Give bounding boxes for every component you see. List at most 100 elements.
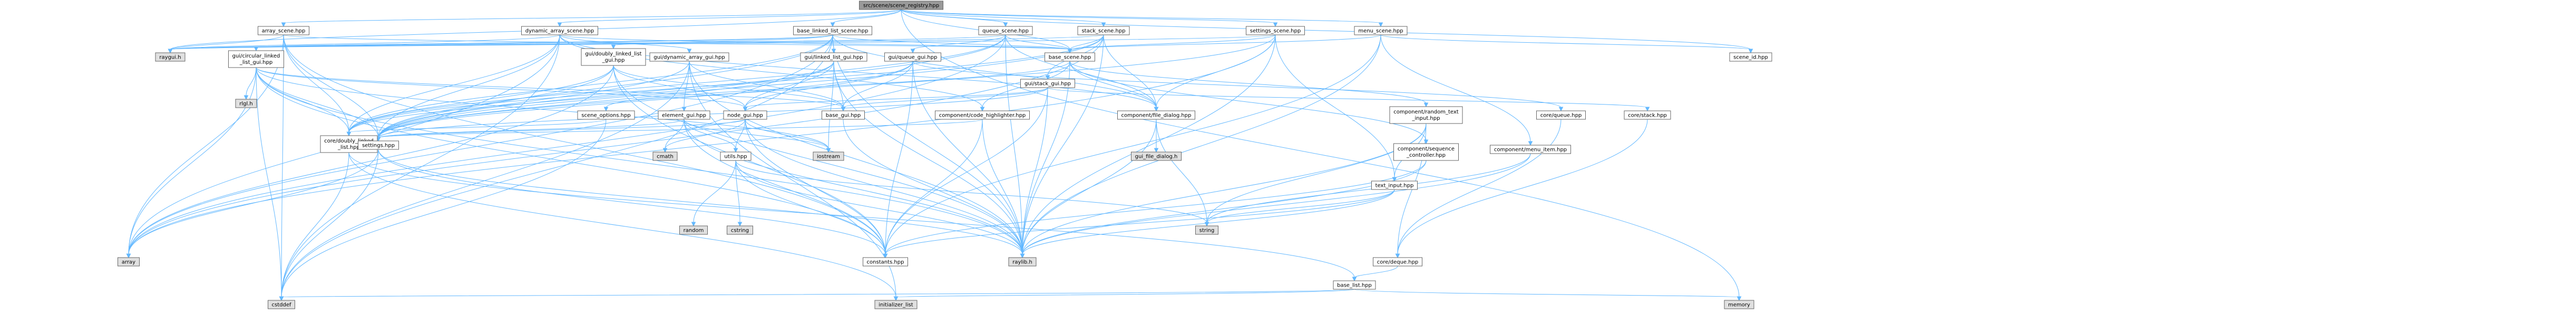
edge-line: [1206, 123, 1427, 223]
node-gui-linked-list[interactable]: gui/linked_list_gui.hpp: [800, 52, 867, 62]
node-cmath: cmath: [652, 151, 678, 161]
dependency-edge: [733, 119, 746, 153]
node-iostream: iostream: [813, 151, 844, 161]
node-layer: src/scene/scene_registry.hpp array_scene.…: [118, 1, 1772, 309]
node-scene-options[interactable]: scene_options.hpp: [577, 110, 635, 120]
dependency-edge: [662, 119, 746, 153]
node-label: scene_id.hpp: [1733, 55, 1768, 61]
node-label: settings_scene.hpp: [1250, 29, 1301, 34]
edge-line: [256, 34, 833, 48]
edge-line: [1069, 61, 1427, 141]
node-stack-scene[interactable]: stack_scene.hpp: [1077, 26, 1130, 35]
dependency-edge: [256, 67, 352, 137]
node-constants[interactable]: constants.hpp: [863, 257, 908, 267]
edge-line: [283, 34, 886, 255]
arrow-head-icon: [743, 107, 748, 112]
node-box: [723, 110, 767, 120]
node-menu-scene[interactable]: menu_scene.hpp: [1354, 26, 1408, 35]
edge-layer: [126, 9, 1753, 301]
node-label: element_gui.hpp: [662, 113, 706, 119]
node-label: cstring: [731, 228, 749, 234]
node-raygui: raygui.h: [155, 52, 186, 62]
node-menu-item[interactable]: component/menu_item.hpp: [1490, 145, 1571, 154]
edge-line: [745, 119, 829, 149]
node-dynamic-array-scene[interactable]: dynamic_array_scene.hpp: [521, 26, 598, 35]
node-node-gui[interactable]: node_gui.hpp: [723, 110, 767, 120]
node-gui-dynamic-array[interactable]: gui/dynamic_array_gui.hpp: [649, 52, 729, 62]
node-gui-stack[interactable]: gui/stack_gui.hpp: [1020, 79, 1075, 88]
edge-line: [1022, 61, 1070, 255]
edge-line: [735, 119, 746, 149]
node-box: [884, 52, 941, 62]
edge-line: [912, 34, 1006, 50]
node-core-queue[interactable]: core/queue.hpp: [1536, 110, 1586, 120]
arrow-head-icon: [737, 222, 743, 227]
node-base-list[interactable]: base_list.hpp: [1333, 280, 1376, 290]
edge-line: [735, 160, 886, 255]
node-label: _controller.hpp: [1406, 153, 1446, 158]
node-scene-id[interactable]: scene_id.hpp: [1729, 52, 1772, 62]
node-code-highlighter[interactable]: component/code_highlighter.hpp: [935, 110, 1030, 120]
edge-line: [256, 67, 1023, 255]
node-core-deque[interactable]: core/deque.hpp: [1373, 257, 1422, 267]
node-scene-registry[interactable]: src/scene/scene_registry.hpp: [859, 1, 943, 10]
node-base-linked-list-scene[interactable]: base_linked_list_scene.hpp: [793, 26, 872, 35]
node-sequence-controller[interactable]: component/sequence_controller.hpp: [1393, 143, 1459, 161]
edge-line: [283, 34, 1070, 50]
node-label: base_scene.hpp: [1049, 55, 1091, 61]
edge-line: [1354, 289, 1740, 298]
edge-line: [901, 9, 1381, 24]
node-string: string: [1195, 225, 1218, 235]
node-gui-doubly[interactable]: gui/doubly_linked_list_gui.hpp: [581, 48, 646, 66]
node-settings-scene[interactable]: settings_scene.hpp: [1246, 26, 1305, 35]
node-file-dialog[interactable]: component/file_dialog.hpp: [1117, 110, 1195, 120]
edge-line: [901, 9, 1751, 50]
node-label: component/sequence: [1398, 146, 1455, 152]
edge-line: [745, 61, 913, 108]
dependency-edge: [1020, 160, 1427, 259]
node-gui-queue[interactable]: gui/queue_gui.hpp: [884, 52, 941, 62]
arrow-head-icon: [1204, 222, 1209, 227]
node-label: base_list.hpp: [1337, 283, 1372, 289]
dependency-edge: [910, 34, 1006, 54]
arrow-head-icon: [346, 131, 352, 137]
edge-line: [281, 34, 833, 298]
node-box: [935, 110, 1030, 120]
edge-line: [689, 61, 844, 108]
node-base-scene[interactable]: base_scene.hpp: [1045, 52, 1095, 62]
edge-line: [832, 34, 1023, 255]
edge-line: [378, 119, 746, 138]
node-element-gui[interactable]: element_gui.hpp: [658, 110, 710, 120]
arrow-head-icon: [1423, 102, 1429, 108]
edge-line: [745, 119, 886, 255]
edge-line: [559, 34, 1070, 50]
dependency-edge: [1395, 119, 1648, 259]
edge-line: [1206, 153, 1531, 223]
node-settings[interactable]: settings.hpp: [358, 140, 399, 150]
edge-line: [912, 61, 1562, 108]
node-box: [822, 110, 865, 120]
edge-line: [1206, 189, 1395, 223]
node-array-scene[interactable]: array_scene.hpp: [258, 26, 309, 35]
edge-line: [828, 61, 834, 149]
node-label: random: [684, 228, 704, 234]
node-utils[interactable]: utils.hpp: [720, 151, 752, 161]
edge-line: [1005, 34, 1157, 108]
node-gui-circular[interactable]: gui/circular_linked_list_gui.hpp: [228, 50, 284, 68]
node-random-text-input[interactable]: component/random_text_input.hpp: [1389, 106, 1463, 124]
node-base-gui[interactable]: base_gui.hpp: [822, 110, 865, 120]
dependency-edge: [168, 34, 1276, 54]
node-core-stack[interactable]: core/stack.hpp: [1624, 110, 1671, 120]
node-queue-scene[interactable]: queue_scene.hpp: [978, 26, 1033, 35]
node-text-input[interactable]: text_input.hpp: [1371, 181, 1418, 190]
edge-line: [348, 34, 1006, 133]
dependency-edge: [1380, 34, 1533, 146]
arrow-head-icon: [281, 22, 286, 27]
arrow-head-icon: [910, 49, 915, 54]
edge-line: [1069, 34, 1276, 50]
arrow-head-icon: [1067, 49, 1072, 54]
edge-line: [1397, 119, 1562, 255]
edge-line: [256, 67, 746, 108]
dependency-edge: [168, 34, 284, 54]
node-core-doubly[interactable]: core/doubly_linked_list.hpp: [320, 135, 378, 153]
